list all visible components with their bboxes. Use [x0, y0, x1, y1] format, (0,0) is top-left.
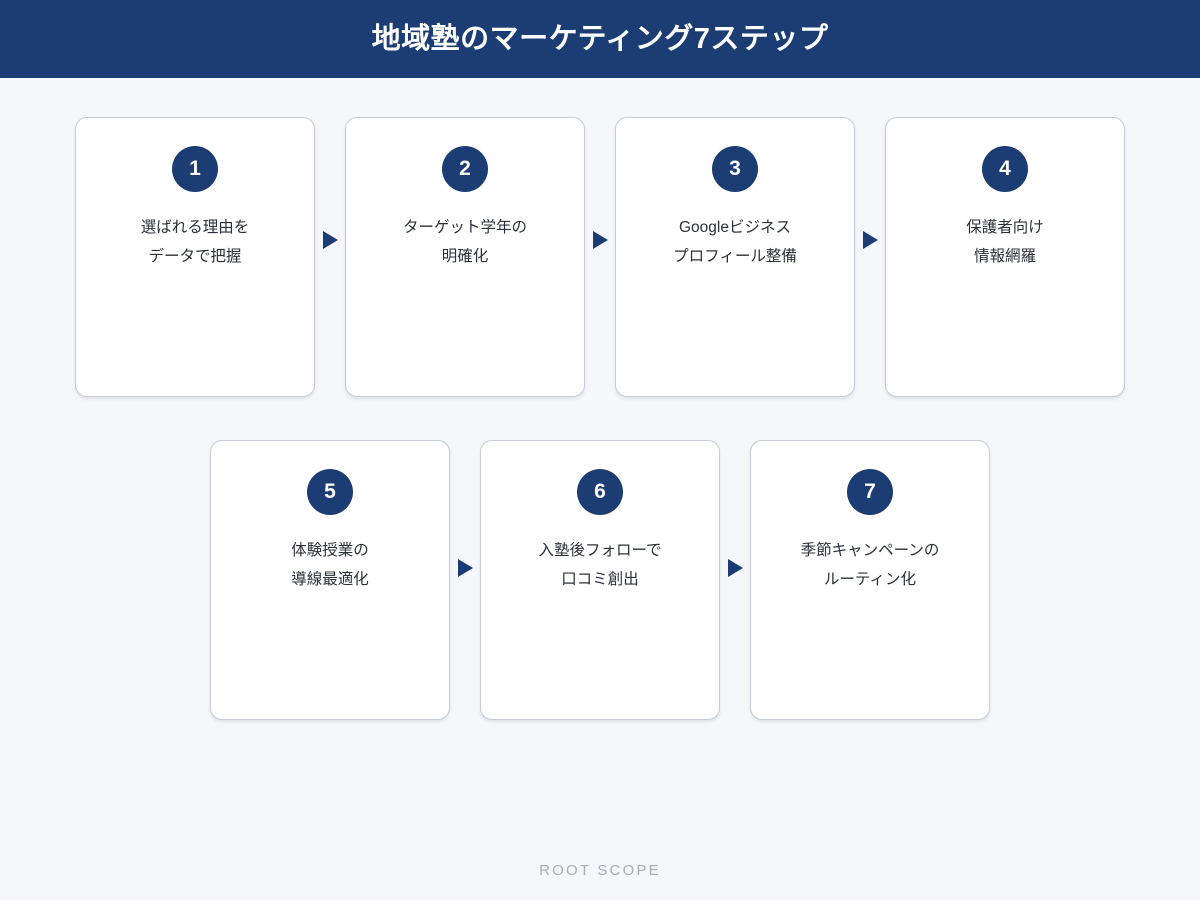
- arrow-right-icon: [322, 231, 338, 249]
- arrow-right-icon: [727, 559, 743, 577]
- step-card-3[interactable]: 3 Googleビジネス プロフィール整備: [615, 117, 855, 397]
- step-label-1: 選ばれる理由を データで把握: [140, 219, 250, 265]
- step-number-badge-4: 4: [982, 146, 1028, 192]
- step-label-4: 保護者向け 情報網羅: [966, 219, 1044, 265]
- arrow-right-icon: [862, 231, 878, 249]
- step-card-7[interactable]: 7 季節キャンペーンの ルーティン化: [750, 440, 990, 720]
- flow-row-2: 5 体験授業の 導線最適化 6 入塾後フォローで 口コミ創出 7 季節キャンペー…: [0, 440, 1200, 720]
- process-flow-diagram: 1 選ばれる理由を データで把握 2 ターゲット学年の 明確化 3 Google…: [0, 78, 1200, 720]
- step-label-5: 体験授業の 導線最適化: [291, 542, 369, 588]
- step-label-7: 季節キャンペーンの ルーティン化: [800, 542, 940, 588]
- step-card-5[interactable]: 5 体験授業の 導線最適化: [210, 440, 450, 720]
- arrow-right-icon: [592, 231, 608, 249]
- flow-connector-2-3: [585, 117, 615, 397]
- step-number-badge-3: 3: [712, 146, 758, 192]
- step-number-badge-2: 2: [442, 146, 488, 192]
- arrow-right-icon: [457, 559, 473, 577]
- flow-connector-3-4: [855, 117, 885, 397]
- step-label-6: 入塾後フォローで 口コミ創出: [538, 542, 662, 588]
- header-banner: 地域塾のマーケティング7ステップ: [0, 0, 1200, 78]
- flow-connector-5-6: [450, 440, 480, 720]
- footer-brand: ROOT SCOPE: [539, 862, 661, 879]
- page-title: 地域塾のマーケティング7ステップ: [371, 22, 829, 55]
- step-label-3: Googleビジネス プロフィール整備: [673, 219, 797, 265]
- flow-row-1: 1 選ばれる理由を データで把握 2 ターゲット学年の 明確化 3 Google…: [0, 117, 1200, 397]
- flow-connector-6-7: [720, 440, 750, 720]
- step-number-badge-5: 5: [307, 469, 353, 515]
- step-label-2: ターゲット学年の 明確化: [402, 219, 527, 265]
- step-number-badge-1: 1: [172, 146, 218, 192]
- step-card-4[interactable]: 4 保護者向け 情報網羅: [885, 117, 1125, 397]
- step-number-badge-6: 6: [577, 469, 623, 515]
- step-card-2[interactable]: 2 ターゲット学年の 明確化: [345, 117, 585, 397]
- step-number-badge-7: 7: [847, 469, 893, 515]
- flow-connector-1-2: [315, 117, 345, 397]
- step-card-6[interactable]: 6 入塾後フォローで 口コミ創出: [480, 440, 720, 720]
- step-card-1[interactable]: 1 選ばれる理由を データで把握: [75, 117, 315, 397]
